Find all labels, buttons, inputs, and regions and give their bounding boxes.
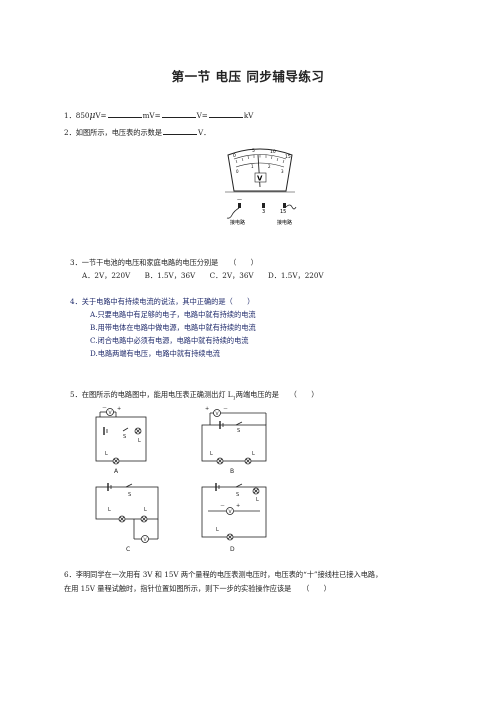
circuit-b[interactable]: [201, 409, 267, 465]
q1-unit-3: V=: [196, 111, 208, 120]
terminal-label-3: 3: [262, 209, 265, 215]
q1-number: 1．850: [64, 111, 90, 120]
q1-unit-1: V=: [95, 111, 107, 120]
circuit-a[interactable]: [95, 408, 147, 465]
blank-1[interactable]: [107, 110, 142, 118]
circuit-c-l1: L: [108, 507, 111, 513]
terminal-15: [283, 203, 286, 208]
q5-text-end: 两端电压的是 （ ）: [235, 390, 319, 399]
scale-bottom-1: 1: [251, 164, 254, 169]
question-3: 3．一节干电池的电压和家庭电路的电压分别是 （ ）: [70, 258, 258, 267]
blank-3[interactable]: [208, 110, 243, 118]
scale-top-15: 15: [285, 154, 291, 160]
question-3-options: A．2V，220V B．1.5V，36V C．2V，36V D．1.5V，220…: [82, 271, 324, 280]
q5-subscript: 1: [232, 395, 236, 402]
circuit-d-l2: L: [216, 527, 219, 533]
question-6-line-2: 在用 15V 量程试触时，指针位置如图所示，则下一步的实验操作应该是 （ ）: [64, 584, 331, 593]
circuit-a-switch: S: [123, 434, 126, 440]
blank-2[interactable]: [161, 110, 196, 118]
scale-bottom-2: 2: [268, 164, 271, 169]
scale-bottom-3: 3: [281, 169, 284, 174]
circuit-b-l2: L: [252, 451, 255, 457]
circuit-a-label: A: [114, 468, 119, 475]
question-1: 1．850μV=mV=V=kV: [64, 110, 253, 121]
circuit-b-minus: －: [223, 406, 228, 412]
meter-symbol: V: [257, 175, 263, 183]
scale-top-5: 5: [252, 148, 255, 154]
circuit-c-voltmeter: V: [144, 537, 148, 543]
circuit-d[interactable]: [201, 483, 267, 541]
circuit-b-label: B: [230, 468, 234, 475]
circuit-b-voltmeter: V: [216, 411, 220, 417]
q1-unit-4: kV: [243, 111, 254, 120]
q5-text: 5．在图所示的电路图中，能用电压表正确测出灯 L: [70, 390, 233, 399]
scale-top-0: 0: [233, 153, 236, 159]
terminal-label-15: 15: [280, 209, 286, 215]
q4-option-a[interactable]: A.只要电路中有足够的电子，电路中就有持续的电流: [90, 310, 256, 319]
circuit-a-plus: +: [117, 406, 121, 412]
q4-option-b[interactable]: B.用带电体在电路中做电源，电路中就有持续的电流: [90, 323, 256, 332]
terminal-minus: [238, 203, 241, 208]
wire-label-left: 接电路: [230, 219, 245, 226]
circuit-d-plus: +: [236, 503, 240, 509]
question-5: 5．在图所示的电路图中，能用电压表正确测出灯 L1两端电压的是 （ ）: [70, 390, 318, 403]
question-4: 4．关于电路中有持续电流的说法，其中正确的是（ ）: [70, 297, 255, 306]
question-6-line-1: 6．李明同学在一次用有 3V 和 15V 两个量程的电压表测电压时，电压表的“十…: [64, 570, 383, 579]
q4-option-d[interactable]: D.电路两端有电压，电路中就有持续电流: [90, 349, 220, 358]
circuit-c-l2: L: [144, 507, 147, 513]
circuit-d-voltmeter: V: [229, 509, 233, 515]
terminal-3: [262, 203, 265, 208]
circuit-b-l1: L: [210, 451, 213, 457]
q1-unit-2: mV=: [142, 111, 161, 120]
blank-voltmeter-reading[interactable]: [163, 127, 198, 135]
scale-bottom-0: 0: [236, 169, 239, 174]
circuit-d-switch: S: [236, 492, 239, 498]
circuit-d-label: D: [230, 546, 235, 553]
circuit-b-plus: +: [205, 406, 209, 412]
circuit-b-switch: S: [237, 428, 240, 434]
q2-unit: V．: [198, 128, 211, 137]
circuit-c-label: C: [126, 546, 130, 553]
circuit-a-l1: L: [105, 451, 108, 457]
circuit-a-voltmeter: V: [109, 410, 113, 416]
question-2: 2．如图所示，电压表的示数是 V．: [64, 127, 210, 137]
circuit-c[interactable]: [95, 483, 159, 543]
page-title: 第一节 电压 同步辅导练习: [171, 69, 325, 84]
q4-option-c[interactable]: C.闭合电路中必须有电源，电路中就有持续的电流: [90, 336, 249, 345]
q2-text: 2．如图所示，电压表的示数是: [64, 128, 163, 137]
circuit-c-switch: S: [128, 492, 131, 498]
voltmeter-figure: 0 5 10 15 0 1 2 3 V — 3 15 接电路 接电路: [225, 148, 297, 226]
mu-symbol: μ: [89, 111, 96, 121]
scale-top-10: 10: [270, 149, 276, 155]
circuit-d-l1: L: [256, 497, 259, 503]
terminal-label-minus: —: [237, 197, 242, 203]
circuit-d-minus: －: [220, 503, 225, 509]
circuit-a-l2: L: [138, 438, 141, 444]
circuit-a-minus: －: [102, 405, 107, 411]
circuit-diagrams: V － + S L L A V + － S L L B: [95, 405, 267, 553]
wire-label-right: 接电路: [277, 219, 292, 226]
